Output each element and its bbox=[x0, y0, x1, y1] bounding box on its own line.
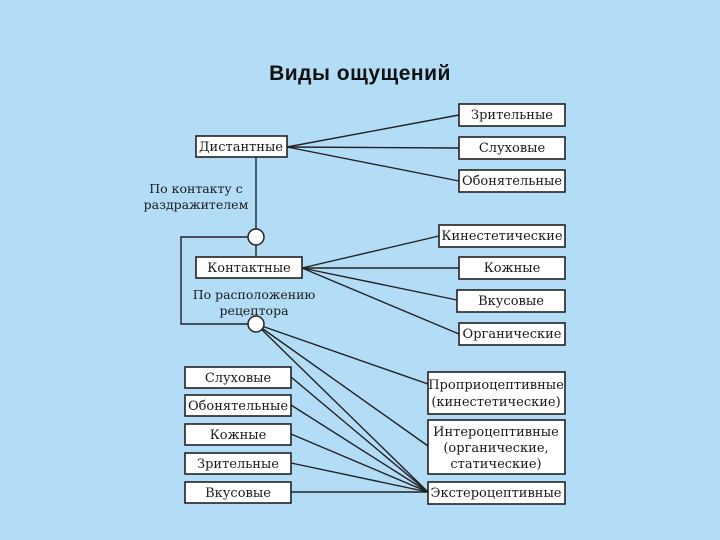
edge-left-auditory bbox=[290, 376, 429, 493]
box-exteroceptive: Экстероцептивные bbox=[427, 481, 566, 505]
svg-text:Зрительные: Зрительные bbox=[197, 457, 279, 472]
box-skin: Кожные bbox=[458, 256, 566, 280]
svg-text:(кинестетические): (кинестетические) bbox=[431, 395, 560, 410]
edge-distant-olfactory bbox=[286, 146, 460, 182]
box-left-taste: Вкусовые bbox=[184, 481, 292, 504]
edge-contact-kinesthetic bbox=[301, 235, 440, 269]
edge-left-skin bbox=[290, 433, 429, 493]
svg-text:Слуховые: Слуховые bbox=[479, 141, 546, 156]
edge-node-intero bbox=[255, 323, 429, 447]
svg-text:Контактные: Контактные bbox=[207, 261, 291, 276]
edge-contact-taste bbox=[301, 267, 458, 301]
svg-text:Зрительные: Зрительные bbox=[471, 108, 553, 123]
box-contact: Контактные bbox=[195, 256, 303, 279]
box-proprioceptive: Проприоцептивные (кинестетические) bbox=[427, 371, 566, 415]
svg-text:Вкусовые: Вкусовые bbox=[478, 294, 544, 309]
edge-distant-visual bbox=[286, 114, 460, 148]
box-left-skin: Кожные bbox=[184, 423, 292, 446]
svg-text:статические): статические) bbox=[450, 457, 541, 472]
svg-text:Обонятельные: Обонятельные bbox=[462, 174, 562, 189]
svg-text:Органические: Органические bbox=[463, 327, 562, 342]
edge-bracket bbox=[180, 236, 248, 325]
box-kinesthetic: Кинестетические bbox=[438, 224, 566, 248]
svg-text:Кожные: Кожные bbox=[210, 428, 267, 443]
svg-text:Вкусовые: Вкусовые bbox=[205, 486, 271, 501]
box-interoceptive: Интероцептивные (органические, статическ… bbox=[427, 419, 566, 475]
svg-text:Дистантные: Дистантные bbox=[199, 140, 283, 155]
junction-node-contact bbox=[247, 228, 265, 246]
svg-text:Обонятельные: Обонятельные bbox=[188, 399, 288, 414]
connector-lines bbox=[180, 114, 460, 493]
svg-text:Проприоцептивные: Проприоцептивные bbox=[428, 378, 564, 393]
edge-node-proprio bbox=[255, 323, 429, 385]
svg-text:(органические,: (органические, bbox=[443, 441, 548, 456]
box-distant: Дистантные bbox=[195, 135, 288, 158]
edge-distant-auditory bbox=[286, 146, 460, 149]
edge-contact-organic bbox=[301, 267, 460, 335]
box-taste: Вкусовые bbox=[456, 289, 566, 313]
label-location-line1: По расположению bbox=[193, 287, 316, 302]
box-left-olfactory: Обонятельные bbox=[184, 394, 292, 417]
edge-left-visual bbox=[290, 462, 429, 493]
label-contact-line2: раздражителем bbox=[144, 197, 249, 212]
label-location-line2: рецептора bbox=[219, 303, 289, 318]
junction-node-location bbox=[247, 315, 265, 333]
box-left-auditory: Слуховые bbox=[184, 366, 292, 389]
edge-node-extero bbox=[255, 323, 429, 493]
box-left-visual: Зрительные bbox=[184, 452, 292, 475]
box-auditory: Слуховые bbox=[458, 136, 566, 160]
svg-text:Экстероцептивные: Экстероцептивные bbox=[431, 486, 562, 501]
box-visual: Зрительные bbox=[458, 103, 566, 127]
svg-text:Кожные: Кожные bbox=[484, 261, 541, 276]
svg-text:Кинестетические: Кинестетические bbox=[441, 229, 562, 244]
svg-text:Интероцептивные: Интероцептивные bbox=[433, 425, 559, 440]
box-olfactory: Обонятельные bbox=[458, 169, 566, 193]
edge-left-olfactory bbox=[290, 404, 429, 493]
page-title: Виды ощущений bbox=[269, 62, 451, 85]
label-contact-line1: По контакту с bbox=[149, 181, 243, 196]
svg-text:Слуховые: Слуховые bbox=[205, 371, 272, 386]
box-organic: Органические bbox=[458, 322, 566, 346]
